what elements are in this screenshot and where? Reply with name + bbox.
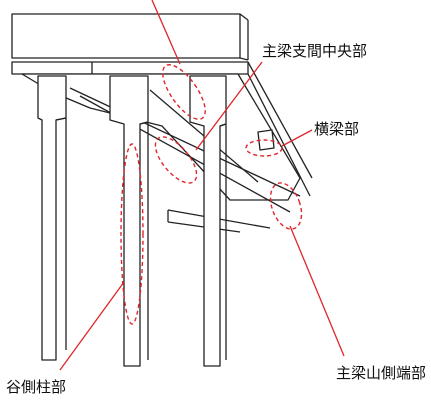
label-cross-beam: 横梁部 <box>314 120 359 138</box>
label-valley-column: 谷側柱部 <box>6 378 66 396</box>
leader-lines <box>59 0 345 371</box>
label-main-girder-mountain-end: 主梁山側端部 <box>336 364 426 382</box>
crossbeam-cap <box>11 61 313 197</box>
leader-valley-column <box>59 281 125 371</box>
column-right <box>189 75 227 367</box>
leader-cross-beam <box>281 129 313 147</box>
leader-top <box>151 0 181 65</box>
leader-midspan <box>195 61 263 151</box>
column-left <box>37 75 67 361</box>
highlight-girder-end <box>269 182 303 230</box>
highlight-cross-beam <box>245 139 283 157</box>
highlight-girder-midspan-upper <box>162 64 206 120</box>
highlight-girder-midspan-lower <box>154 136 198 184</box>
deck-slab <box>11 13 249 61</box>
label-main-girder-midspan: 主梁支間中央部 <box>262 42 367 60</box>
highlight-valley-column <box>120 143 144 325</box>
leader-girder-end <box>289 225 345 357</box>
highlight-zones <box>120 64 303 325</box>
column-center <box>109 75 149 367</box>
